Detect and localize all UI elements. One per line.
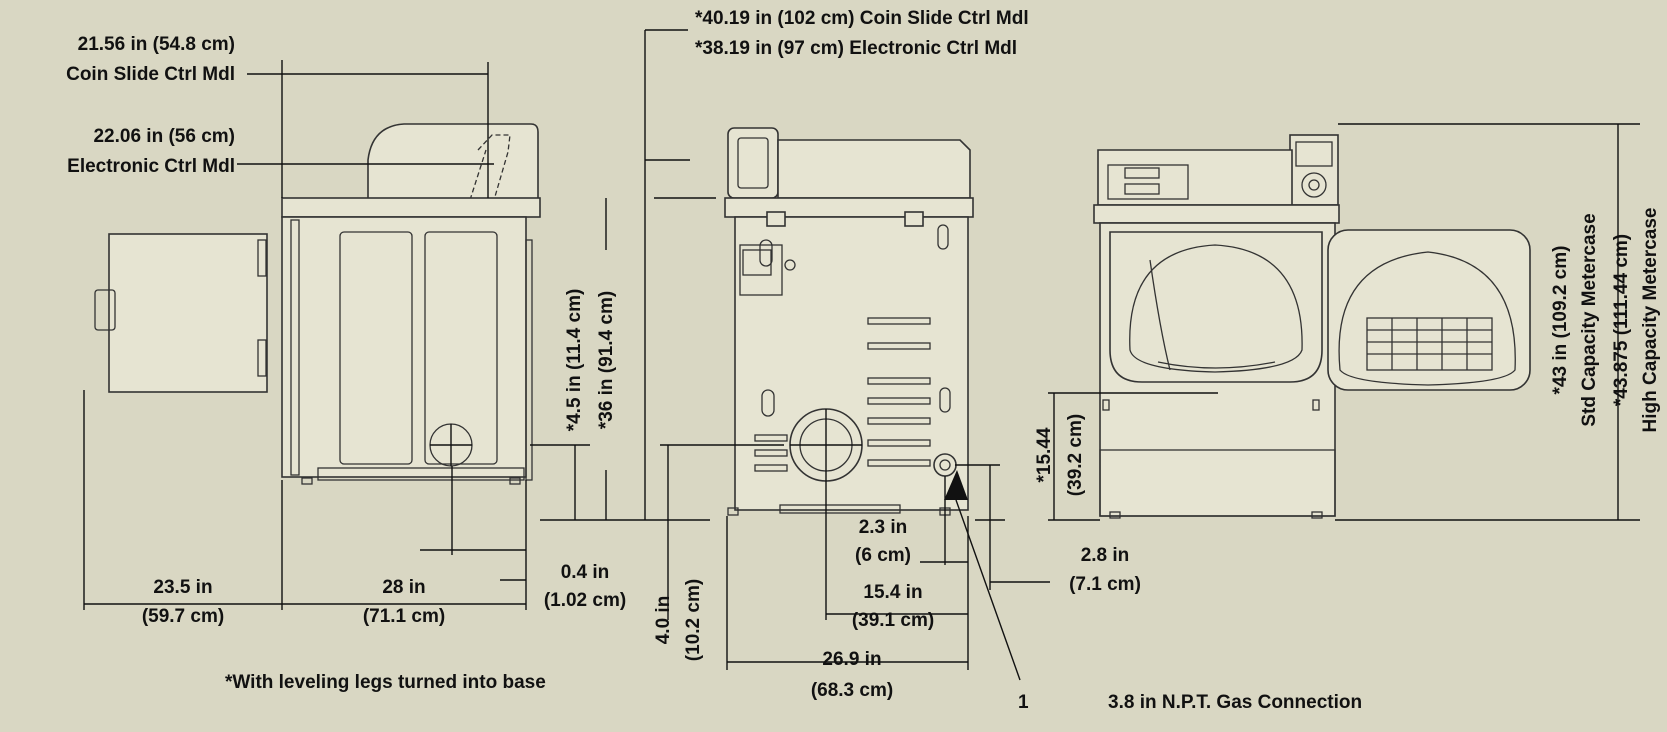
gas-side-cm: (6 cm) (855, 545, 911, 566)
vent-height-label: *4.5 in (11.4 cm) (564, 289, 585, 432)
metercase (1289, 134, 1339, 206)
callout-text: 3.8 in N.P.T. Gas Connection (1108, 692, 1362, 713)
dimension-labels: 21.56 in (54.8 cm) Coin Slide Ctrl Mdl 2… (66, 8, 1661, 713)
gas-height-in: 2.8 in (1081, 545, 1130, 566)
dryer-front-view (1093, 134, 1531, 519)
dryer-rear-view (724, 127, 974, 516)
gas-inlet (933, 453, 957, 477)
elec-width-label: 22.06 in (56 cm) (93, 126, 235, 147)
side-cabinet (281, 216, 527, 478)
vent-center-in: 15.4 in (863, 582, 922, 603)
coin-height-label: *40.19 in (102 cm) Coin Slide Ctrl Mdl (695, 8, 1029, 29)
callout-number: 1 (1018, 692, 1029, 713)
control-console (367, 123, 539, 201)
high-height-label: *43.875 (111.44 cm) (1611, 234, 1632, 406)
coin-width-label: 21.56 in (54.8 cm) (78, 34, 235, 55)
high-model-label: High Capacity Metercase (1640, 208, 1661, 433)
rear-louvers (754, 317, 931, 472)
dryer-drum-opening (1109, 231, 1323, 383)
dryer-side-view (94, 123, 541, 485)
elec-width-model: Electronic Ctrl Mdl (67, 156, 235, 177)
std-model-label: Std Capacity Metercase (1579, 213, 1600, 426)
leg-offset-in: 0.4 in (561, 562, 610, 583)
open-front-door (1327, 229, 1531, 391)
rear-vent-cm: (10.2 cm) (683, 579, 704, 661)
rear-vent-in: 4.0 in (653, 596, 674, 645)
gas-side-in: 2.3 in (859, 517, 908, 538)
rear-width-in: 26.9 in (822, 649, 881, 670)
front-lint-cm: (39.2 cm) (1065, 414, 1086, 496)
vent-center-cm: (39.1 cm) (852, 610, 934, 631)
open-door (108, 233, 268, 393)
footnote: *With leveling legs turned into base (225, 672, 546, 693)
top-height-label: *36 in (91.4 cm) (596, 291, 617, 429)
door-swing-cm: (59.7 cm) (142, 606, 224, 627)
leg-offset-cm: (1.02 cm) (544, 590, 626, 611)
coin-width-model: Coin Slide Ctrl Mdl (66, 64, 235, 85)
std-height-label: *43 in (109.2 cm) (1550, 246, 1571, 395)
front-lint-in: *15.44 (1034, 427, 1055, 482)
rear-width-cm: (68.3 cm) (811, 680, 893, 701)
depth-cm: (71.1 cm) (363, 606, 445, 627)
dimension-lines (83, 29, 1640, 681)
door-swing-in: 23.5 in (153, 577, 212, 598)
depth-in: 28 in (382, 577, 425, 598)
elec-height-label: *38.19 in (97 cm) Electronic Ctrl Mdl (695, 38, 1017, 59)
gas-height-cm: (7.1 cm) (1069, 574, 1141, 595)
gas-connection-arrow (944, 470, 968, 500)
